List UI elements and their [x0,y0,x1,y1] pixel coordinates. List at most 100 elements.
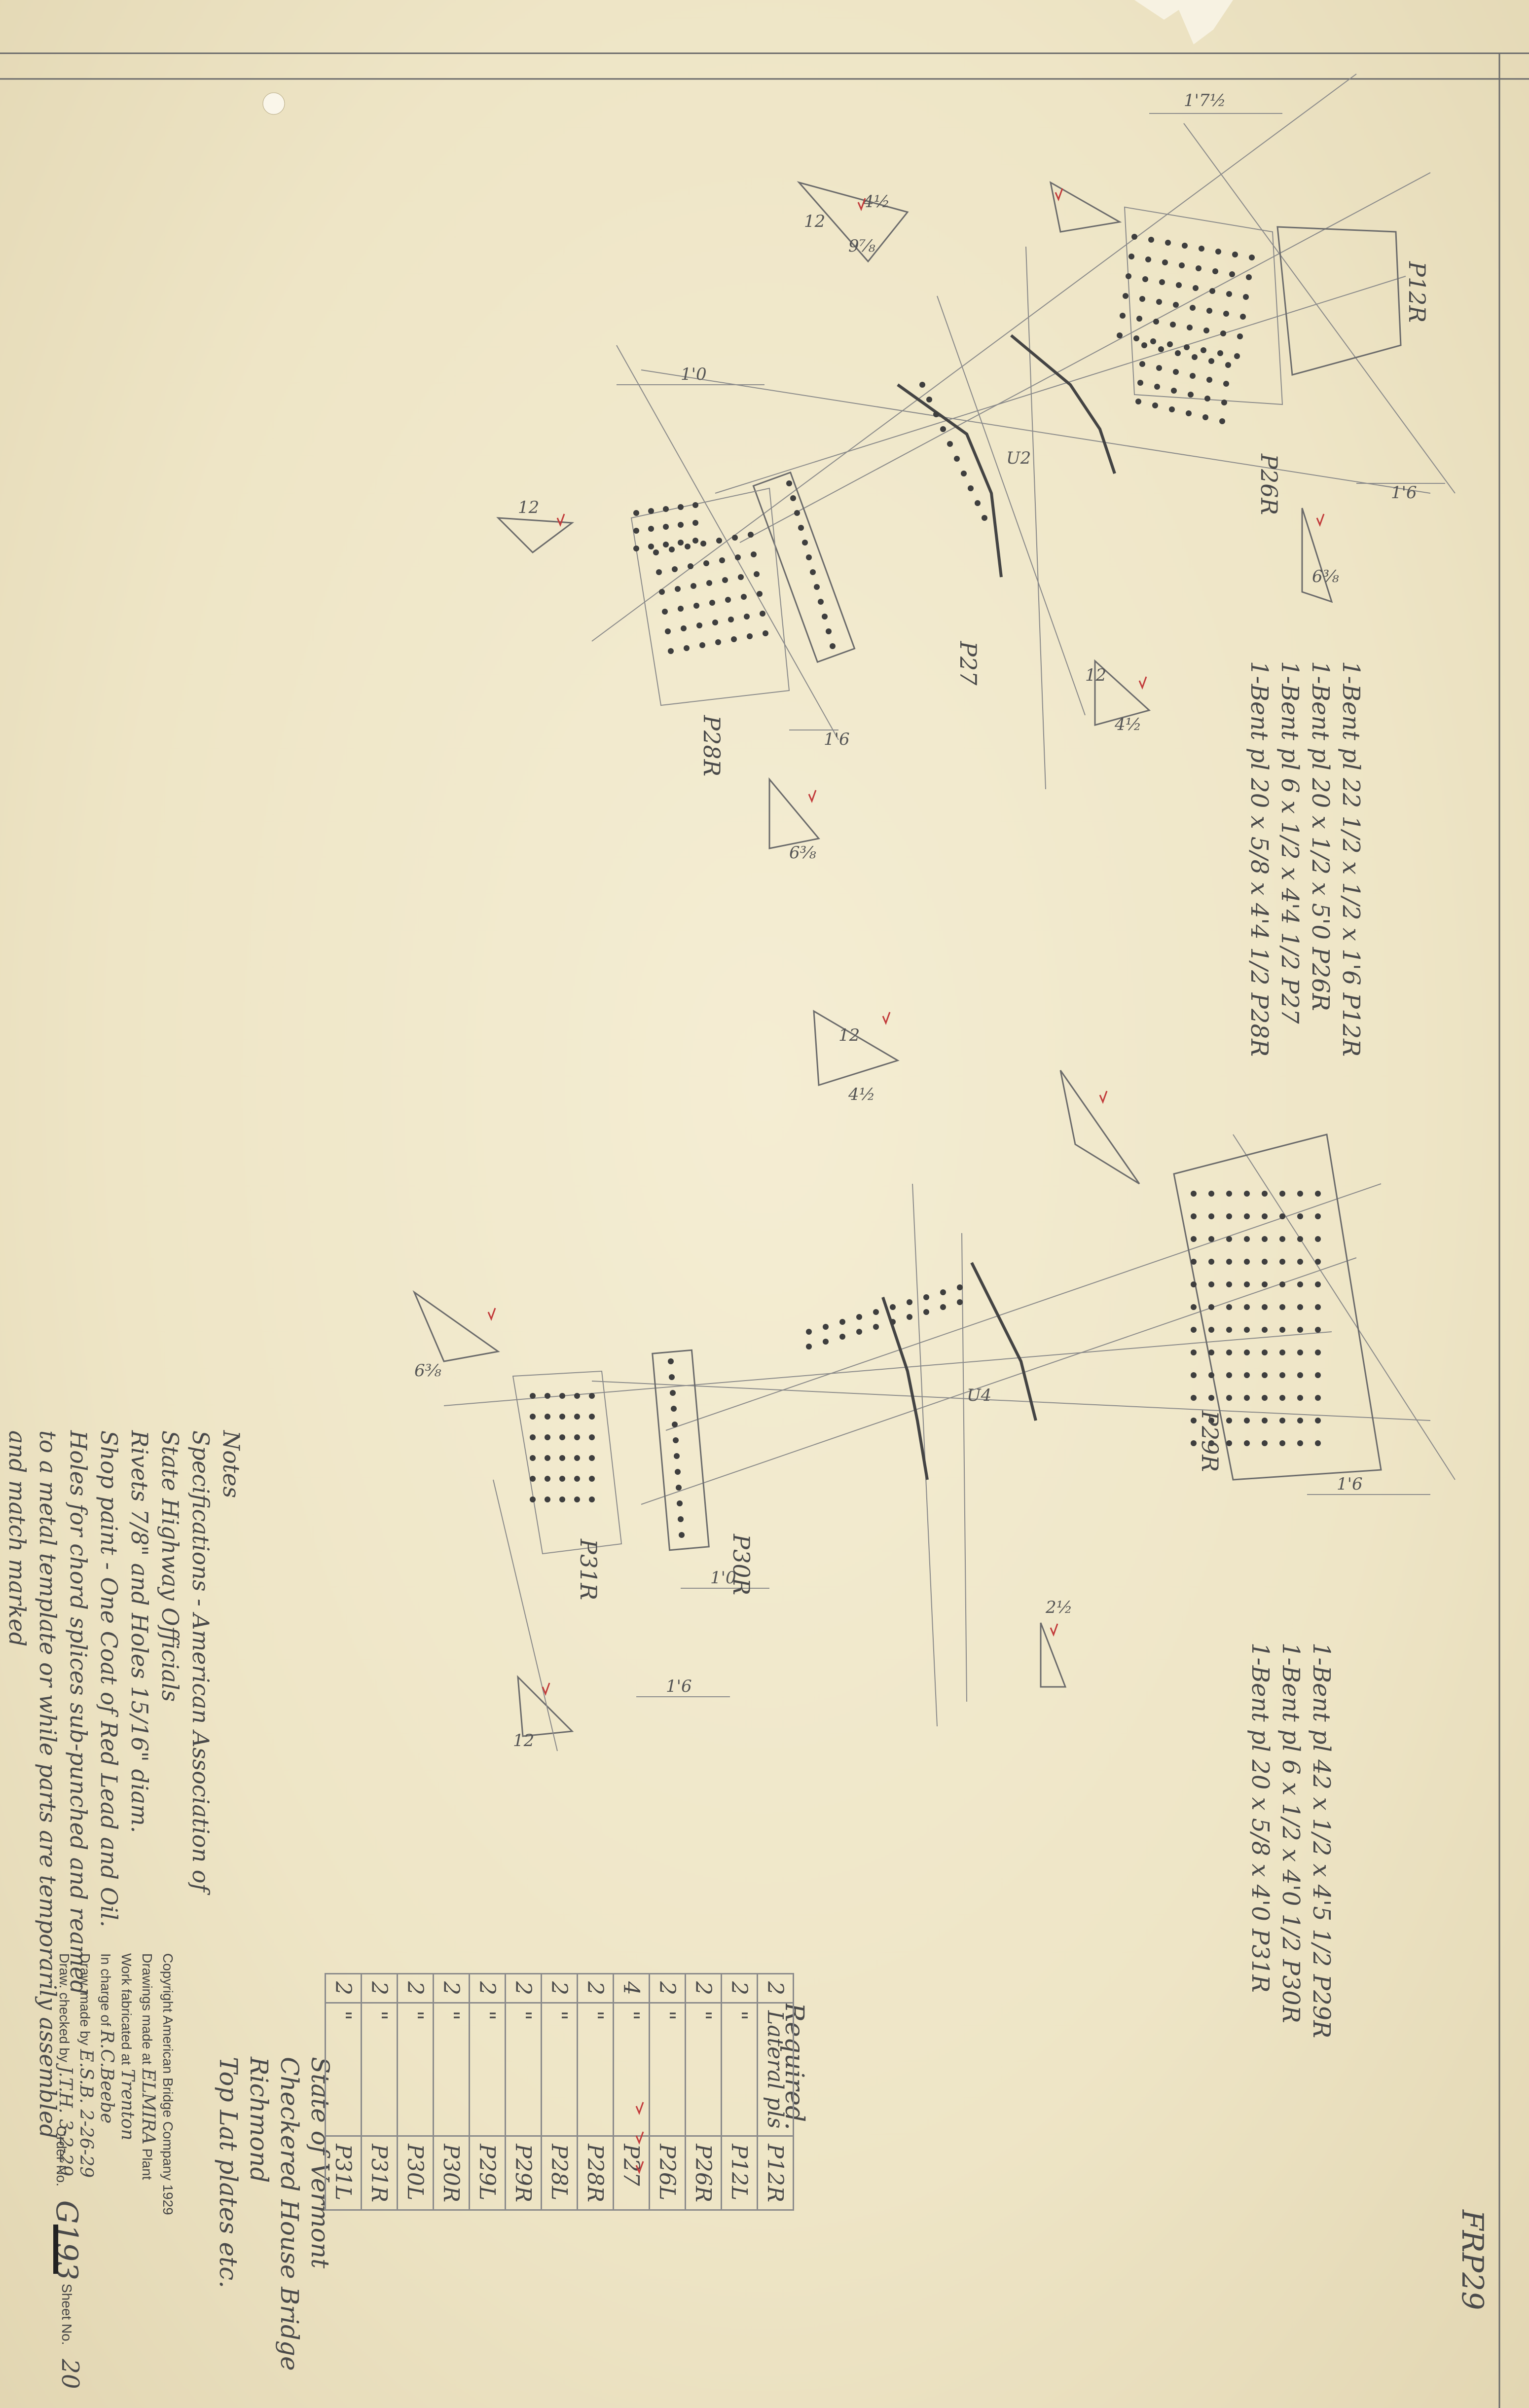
rivet [1148,237,1154,243]
rivet [1191,1440,1197,1446]
rivet [839,1334,845,1340]
rivet [1208,1418,1214,1423]
rivet [1315,1327,1321,1333]
rivet [530,1455,536,1461]
red-check [556,513,565,527]
rivet [1139,296,1145,302]
rivet [678,540,684,546]
rivet [1208,1440,1214,1446]
rivet [806,1344,812,1350]
rivet [806,554,812,560]
rivet [794,510,800,516]
rivet [1297,1213,1303,1219]
rivet [1262,1418,1268,1423]
rivet [716,538,722,544]
rivet [1297,1395,1303,1401]
rivet [1246,274,1252,280]
rivet [1279,1350,1285,1355]
rivet [692,520,698,526]
rivet [1226,1372,1232,1378]
rivet [1226,1418,1232,1423]
svg-text:1'7½: 1'7½ [1184,91,1226,110]
red-check [1316,513,1325,527]
rivet [1297,1304,1303,1310]
rivet [1191,1213,1197,1219]
rivet [810,569,816,575]
svg-text:9⅞: 9⅞ [848,236,875,256]
rivet [1188,392,1194,398]
rivet [1279,1259,1285,1265]
rivet [1279,1213,1285,1219]
svg-text:12: 12 [518,498,539,517]
rivet [923,1309,929,1315]
rivet [1244,1440,1250,1446]
rivet [530,1476,536,1482]
rivet [856,1314,862,1320]
rivet [1159,279,1165,285]
rivet [574,1393,580,1399]
rivet [786,480,792,486]
rivet [669,1374,675,1380]
rivet [530,1496,536,1502]
rivet [725,597,731,603]
rivet [1215,249,1221,255]
rivet [763,630,768,636]
rivet [1206,377,1212,383]
rivet [589,1476,595,1482]
rivet [1117,332,1123,338]
rivet [722,577,728,583]
rivet [1279,1191,1285,1197]
rivet [1201,347,1206,353]
rivet [1226,1191,1232,1197]
rivet [982,515,987,521]
rivet [1244,1259,1250,1265]
rivet [1234,353,1240,359]
rivet [703,560,709,566]
rivet [709,600,715,606]
rivet [1279,1418,1285,1423]
rivet [685,544,691,549]
rivet [1244,1191,1250,1197]
red-check [635,2161,644,2175]
rivet [823,1339,829,1345]
rivet [672,566,678,572]
rivet [589,1455,595,1461]
rivet [823,1324,829,1330]
rivet [907,1299,912,1305]
rivet [1131,234,1137,240]
rivet [923,1294,929,1300]
rivet [1217,350,1223,356]
rivet [692,538,698,544]
rivet [1262,1259,1268,1265]
rivet [1221,400,1227,405]
rivet [814,584,820,590]
rivet [706,580,712,586]
rivet [1226,1395,1232,1401]
rivet [1243,294,1249,300]
rivet [696,622,702,628]
rivet [678,504,684,510]
rivet [926,397,932,402]
rivet [545,1393,550,1399]
rivet [1208,1281,1214,1287]
rivet [574,1476,580,1482]
rivet [673,1437,679,1443]
rivet [1191,1418,1197,1423]
rivet [559,1496,565,1502]
rivet [1191,1191,1197,1197]
rivet [1133,335,1139,341]
rivet [1262,1304,1268,1310]
svg-text:4½: 4½ [848,1085,875,1104]
rivet [890,1304,896,1310]
rivet [940,1289,946,1295]
rivet [748,532,754,538]
rivet [1208,1213,1214,1219]
rivet [1223,311,1229,317]
red-check [635,2131,644,2145]
svg-text:1'6: 1'6 [1391,483,1417,503]
rivet [731,636,737,642]
rivet [712,620,718,625]
svg-text:1'6: 1'6 [1337,1474,1363,1494]
rivet [1208,1350,1214,1355]
